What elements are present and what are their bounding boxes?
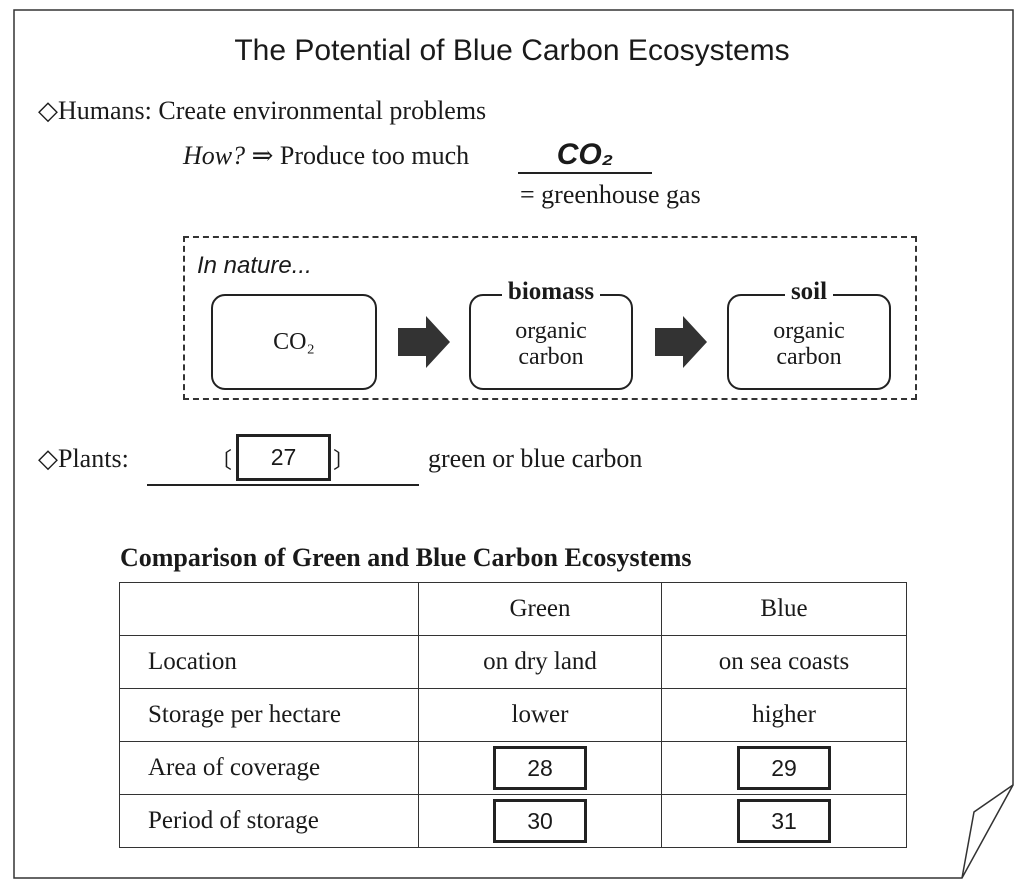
- green-cell: lower: [418, 688, 662, 742]
- biomass-label: biomass: [501, 278, 601, 305]
- comparison-title: Comparison of Green and Blue Carbon Ecos…: [120, 543, 692, 572]
- plants-text: green or blue carbon: [428, 444, 643, 473]
- question-30-box[interactable]: 30: [493, 799, 587, 843]
- greenhouse-gas-text: = greenhouse gas: [520, 180, 701, 209]
- plants-answer-blank: [147, 484, 419, 486]
- row-label: Period of storage: [119, 794, 419, 848]
- co2-answer-blank: CO₂: [518, 138, 652, 174]
- header-cell-green: Green: [418, 582, 662, 636]
- row-label: Storage per hectare: [119, 688, 419, 742]
- header-cell-blue: Blue: [661, 582, 907, 636]
- right-arrow-icon: [398, 316, 450, 368]
- biomass-line2: carbon: [518, 344, 584, 370]
- table-row: Location on dry land on sea coasts: [119, 635, 907, 689]
- question-27-box[interactable]: 27: [236, 434, 331, 481]
- humans-line: ◇Humans: Create environmental problems: [38, 96, 486, 126]
- row-label: Location: [119, 635, 419, 689]
- table-row: Storage per hectare lower higher: [119, 688, 907, 742]
- question-28-box[interactable]: 28: [493, 746, 587, 790]
- co2-answer: CO₂: [556, 138, 614, 171]
- how-label: How?: [183, 141, 246, 170]
- comparison-table: Green Blue Location on dry land on sea c…: [119, 582, 907, 848]
- blue-cell: 31: [661, 794, 907, 848]
- plants-line: ◇Plants:: [38, 444, 129, 474]
- plants-label: Plants:: [58, 444, 129, 473]
- bracket-close: 〕: [333, 448, 356, 473]
- green-cell: on dry land: [418, 635, 662, 689]
- right-arrow-icon: [655, 316, 707, 368]
- co2-box: CO₂: [211, 294, 377, 390]
- biomass-box: biomass organic carbon: [469, 278, 633, 390]
- soil-line2: carbon: [776, 344, 842, 370]
- diamond-bullet-icon: ◇: [38, 96, 58, 125]
- blue-cell: higher: [661, 688, 907, 742]
- header-cell-empty: [119, 582, 419, 636]
- green-cell: 30: [418, 794, 662, 848]
- humans-label: Humans:: [58, 96, 152, 125]
- humans-text: Create environmental problems: [158, 96, 487, 125]
- how-text: Produce too much: [279, 141, 470, 170]
- biomass-line1: organic: [515, 318, 587, 344]
- co2-box-text: CO₂: [273, 329, 315, 355]
- bracket-open: 〔: [210, 448, 233, 473]
- table-row: Area of coverage 28 29: [119, 741, 907, 795]
- nature-panel: In nature... CO₂ biomass organic carbon …: [183, 236, 917, 400]
- table-row: Period of storage 30 31: [119, 794, 907, 848]
- soil-box: soil organic carbon: [727, 278, 891, 390]
- implies-arrow-icon: ⇒: [251, 141, 274, 170]
- soil-label: soil: [784, 278, 834, 305]
- table-header-row: Green Blue: [119, 582, 907, 636]
- blue-cell: 29: [661, 741, 907, 795]
- blue-cell: on sea coasts: [661, 635, 907, 689]
- nature-heading: In nature...: [197, 252, 312, 279]
- soil-line1: organic: [773, 318, 845, 344]
- row-label: Area of coverage: [119, 741, 419, 795]
- how-line: How? ⇒ Produce too much: [183, 141, 469, 171]
- green-cell: 28: [418, 741, 662, 795]
- diamond-bullet-icon: ◇: [38, 444, 58, 473]
- page-title: The Potential of Blue Carbon Ecosystems: [234, 34, 790, 67]
- question-29-box[interactable]: 29: [737, 746, 831, 790]
- question-31-box[interactable]: 31: [737, 799, 831, 843]
